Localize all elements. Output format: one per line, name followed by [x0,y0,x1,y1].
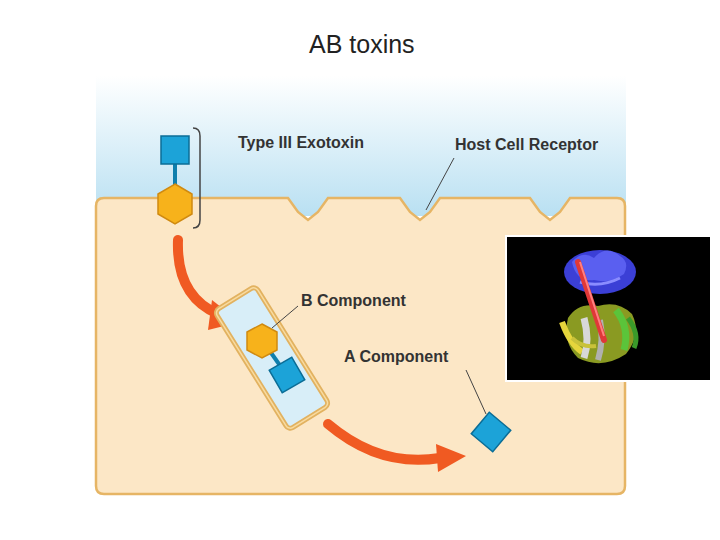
component-label: B Component [301,292,406,310]
leader-line [426,158,454,210]
receptor-label: Host Cell Receptor [455,136,598,154]
b-component-shape [247,324,277,358]
a-component-shape [471,412,510,451]
leader-line [272,306,298,328]
arrowhead [436,444,466,472]
protein-ribbon [562,250,636,363]
bracket [193,128,200,228]
protein-structure-inset [506,236,711,381]
a-subunit [269,357,305,393]
b-subunit [158,184,192,224]
title: AB toxins [309,30,415,59]
toxin-label: Type III Exotoxin [238,134,364,152]
release-arrow [328,424,440,460]
a-subunit [161,136,189,164]
component-label: A Component [344,348,448,366]
leader-line [466,370,486,414]
